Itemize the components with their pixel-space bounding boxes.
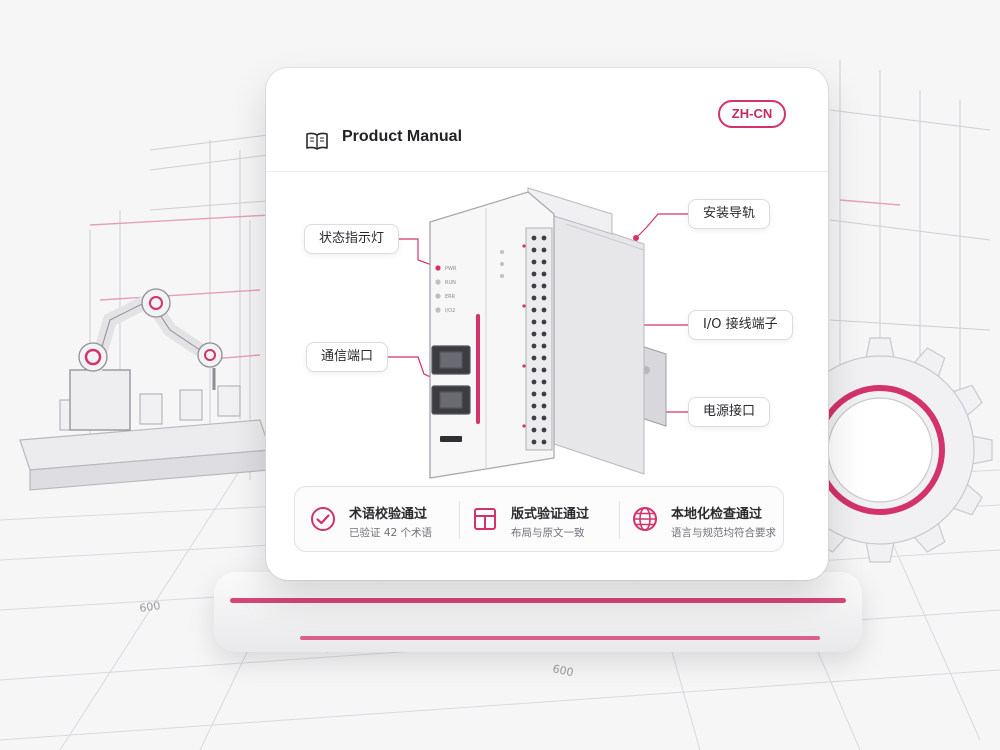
callout-power-port: 电源接口 bbox=[688, 397, 771, 427]
product-manual-card: Product Manual ZH-CN bbox=[266, 68, 828, 580]
check-circle-icon bbox=[311, 507, 335, 531]
status-layout: 版式验证通过 布局与原文一致 bbox=[471, 487, 611, 553]
layout-icon bbox=[474, 508, 496, 530]
callout-status-led: 状态指示灯 bbox=[304, 224, 400, 254]
status-title: 版式验证通过 bbox=[511, 507, 590, 522]
plc-module-illustration: PWR RUN ERR I/O2 bbox=[429, 187, 667, 479]
podium-accent-line bbox=[230, 598, 846, 603]
status-subtitle: 语言与规范均符合要求 bbox=[671, 527, 776, 539]
led-label: I/O2 bbox=[445, 308, 455, 314]
status-title: 术语校验通过 bbox=[349, 507, 428, 522]
callout-din-rail: 安装导轨 bbox=[688, 199, 771, 229]
led-label: ERR bbox=[445, 294, 456, 300]
status-terminology: 术语校验通过 已验证 42 个术语 bbox=[309, 487, 459, 553]
status-title: 本地化检查通过 bbox=[671, 507, 763, 522]
page-title: Product Manual bbox=[342, 128, 463, 145]
dimension-label: 600 bbox=[139, 599, 162, 615]
podium-accent-line bbox=[300, 636, 820, 640]
led-label: RUN bbox=[445, 280, 456, 286]
callout-comm-port: 通信端口 bbox=[306, 342, 389, 372]
status-localization: 本地化检查通过 语言与规范均符合要求 bbox=[631, 487, 781, 553]
callout-io-terminal: I/O 接线端子 bbox=[688, 310, 793, 340]
card-header: Product Manual ZH-CN bbox=[266, 68, 828, 172]
status-subtitle: 已验证 42 个术语 bbox=[349, 527, 433, 539]
dimension-label: 600 bbox=[551, 662, 574, 679]
globe-icon bbox=[633, 507, 657, 531]
display-podium bbox=[214, 572, 862, 652]
book-icon bbox=[306, 132, 328, 150]
validation-status-bar: 术语校验通过 已验证 42 个术语 版式验证通过 布局与原文一致 本地化检查通过… bbox=[294, 486, 784, 552]
status-divider bbox=[619, 501, 620, 539]
led-label: PWR bbox=[445, 266, 457, 272]
language-badge[interactable]: ZH-CN bbox=[718, 100, 786, 128]
status-divider bbox=[459, 501, 460, 539]
status-subtitle: 布局与原文一致 bbox=[511, 527, 585, 539]
